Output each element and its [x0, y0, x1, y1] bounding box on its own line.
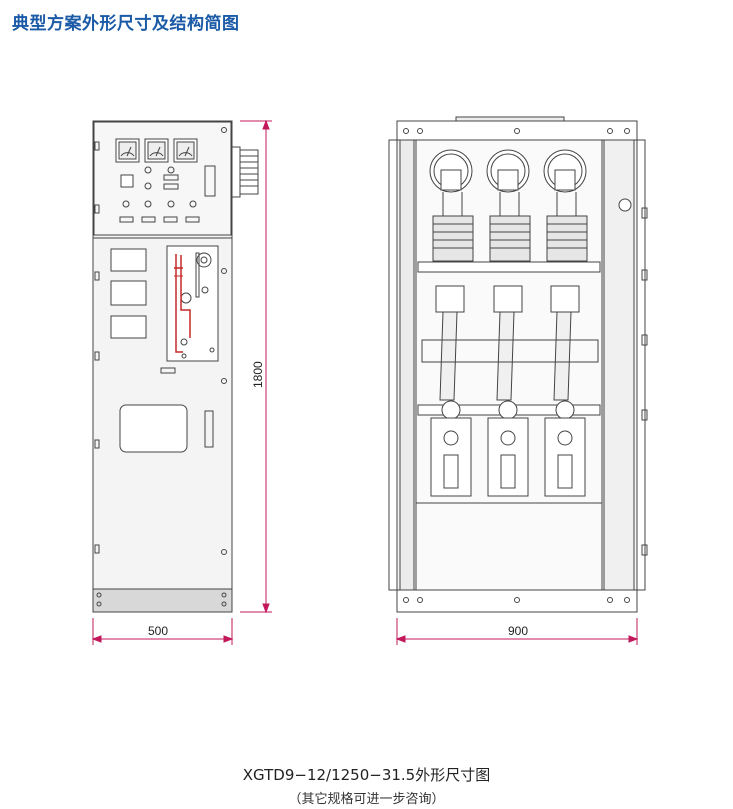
front-width-label: 500 — [148, 624, 168, 638]
breaker-poles — [430, 417, 586, 497]
page-title: 典型方案外形尺寸及结构简图 — [12, 14, 240, 34]
side-depth-dimension — [395, 618, 639, 645]
side-view — [388, 116, 648, 613]
front-view — [92, 120, 259, 613]
meter-2 — [144, 138, 169, 163]
insulators — [432, 192, 588, 262]
meter-3 — [173, 138, 198, 163]
meter-1 — [115, 138, 140, 163]
front-width-dimension — [91, 618, 234, 645]
drawing-caption: XGTD9−12/1250−31.5外形尺寸图 — [242, 766, 491, 784]
cable-duct — [231, 146, 259, 198]
busbar-bushings — [429, 149, 587, 193]
drawing-note: （其它规格可进一步咨询） — [288, 792, 445, 807]
side-depth-label: 900 — [508, 624, 528, 638]
height-dimension-label: 1800 — [251, 361, 265, 388]
mimic-panel — [166, 245, 219, 362]
height-dimension — [240, 119, 272, 614]
contact-arms — [421, 285, 599, 401]
